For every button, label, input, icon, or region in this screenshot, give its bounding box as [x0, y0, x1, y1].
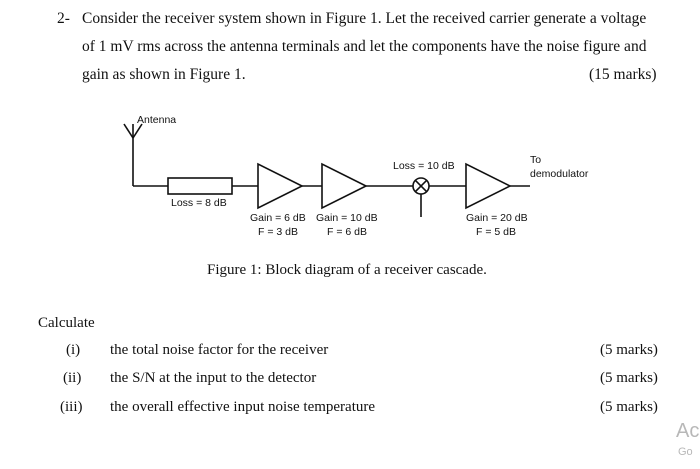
question-number: 2-: [57, 10, 70, 27]
question-line-1: Consider the receiver system shown in Fi…: [82, 10, 647, 27]
item-2-marks: (5 marks): [600, 370, 658, 386]
question-marks: (15 marks): [589, 66, 657, 83]
mixer-icon: [412, 177, 430, 195]
figure-caption: Figure 1: Block diagram of a receiver ca…: [207, 262, 487, 278]
item-1-number: (i): [66, 342, 81, 358]
loss-1-label: Loss = 8 dB: [171, 197, 227, 209]
item-3-marks: (5 marks): [600, 399, 658, 415]
amp-3-nf-label: F = 5 dB: [476, 226, 516, 238]
amplifier-1-icon: [257, 162, 304, 210]
item-3-number: (iii): [60, 399, 83, 415]
item-2-number: (ii): [63, 370, 82, 386]
item-1-marks: (5 marks): [600, 342, 658, 358]
amplifier-2-icon: [321, 162, 368, 210]
output-label-to: To: [530, 154, 541, 166]
question-line-3: gain as shown in Figure 1.: [82, 66, 246, 83]
amp-1-nf-label: F = 3 dB: [258, 226, 298, 238]
amp-2-nf-label: F = 6 dB: [327, 226, 367, 238]
question-line-2: of 1 mV rms across the antenna terminals…: [82, 38, 647, 55]
amp-3-gain-label: Gain = 20 dB: [466, 212, 528, 224]
loss-2-label: Loss = 10 dB: [393, 160, 455, 172]
amp-2-gain-label: Gain = 10 dB: [316, 212, 378, 224]
calculate-heading: Calculate: [38, 315, 95, 331]
item-3-text: the overall effective input noise temper…: [110, 399, 376, 415]
amp-1-gain-label: Gain = 6 dB: [250, 212, 306, 224]
loss-block-1: [167, 177, 233, 195]
watermark-line-1: Ac: [676, 420, 700, 442]
amplifier-3-icon: [465, 162, 512, 210]
output-label-demodulator: demodulator: [530, 168, 589, 180]
antenna-icon: [123, 123, 143, 186]
antenna-label: Antenna: [137, 114, 176, 126]
item-2-text: the S/N at the input to the detector: [110, 370, 317, 386]
item-1-text: the total noise factor for the receiver: [110, 342, 329, 358]
watermark-line-2: Go: [678, 446, 693, 458]
